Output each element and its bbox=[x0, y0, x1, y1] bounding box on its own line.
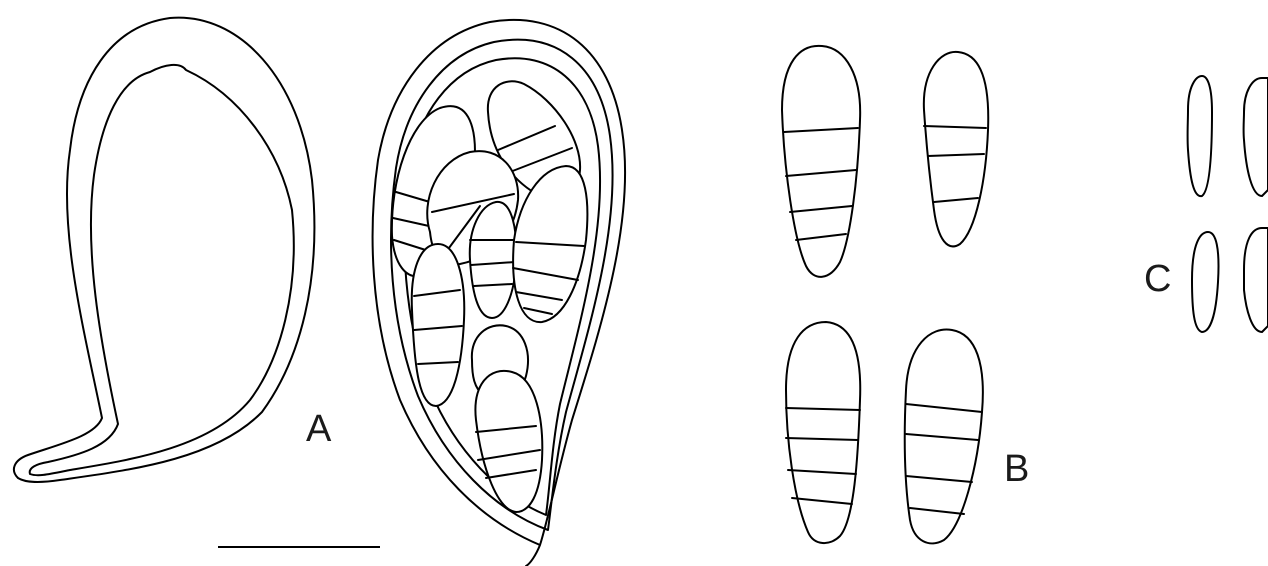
ascospore-b1 bbox=[782, 46, 860, 277]
conidium-c2 bbox=[1244, 78, 1268, 196]
empty-ascus bbox=[14, 18, 314, 482]
panel-label-b: B bbox=[1004, 450, 1029, 488]
mature-ascus bbox=[373, 20, 626, 566]
conidium-c1 bbox=[1188, 76, 1212, 196]
ascospore-b3 bbox=[786, 322, 860, 543]
conidium-c4 bbox=[1244, 228, 1268, 332]
ascospore bbox=[513, 166, 587, 322]
panel-label-a: A bbox=[306, 410, 331, 448]
ascospore bbox=[470, 202, 517, 318]
ascospore bbox=[412, 244, 465, 406]
panel-label-c: C bbox=[1144, 260, 1171, 298]
ascospore-b4 bbox=[905, 330, 983, 544]
ascospore-b2 bbox=[924, 52, 988, 247]
conidium-c3 bbox=[1192, 232, 1219, 332]
empty-ascus-outer-wall bbox=[14, 18, 314, 482]
empty-ascus-inner-wall bbox=[30, 65, 294, 475]
